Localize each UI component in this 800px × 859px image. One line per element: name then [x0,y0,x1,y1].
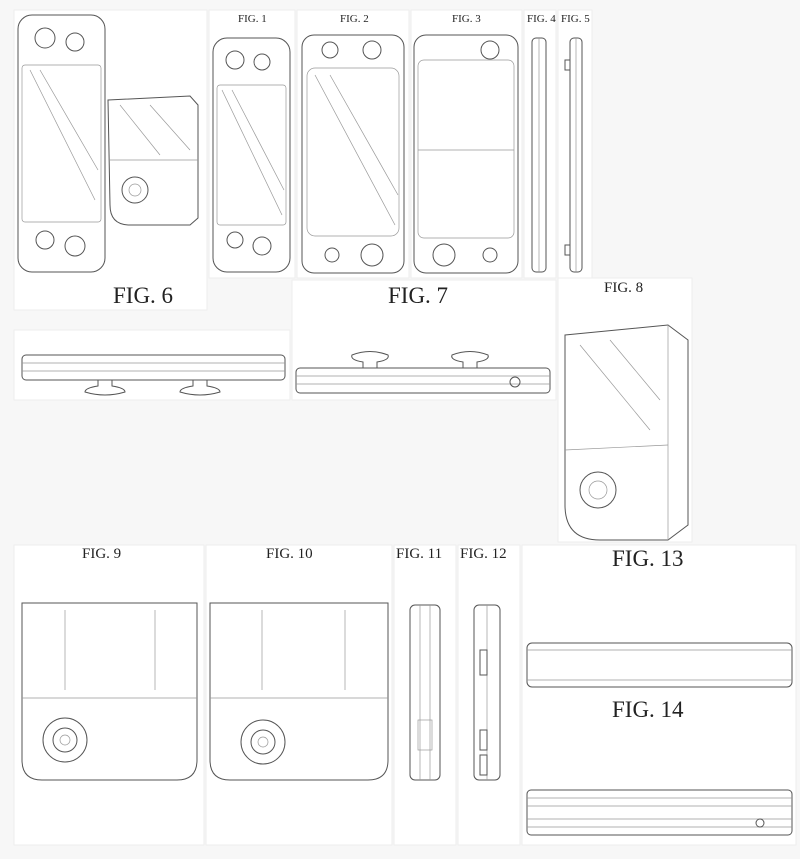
fig5-side-view-drawing [564,37,583,273]
fig11-label: FIG. 11 [396,546,442,562]
fig14-top-view-drawing [526,642,793,688]
fig3-device-drawing [413,34,519,274]
fig10-label: FIG. 10 [266,546,313,562]
fig10-device-drawing [209,602,389,781]
fig7-side-view-drawing [295,351,551,394]
fig2-device-drawing [301,34,405,274]
fig2-label: FIG. 2 [340,13,369,25]
fig6-bottom-side-view-drawing [21,354,286,396]
fig7-label: FIG. 7 [388,283,448,308]
fig3-label: FIG. 3 [452,13,481,25]
fig1-device-drawing [212,37,291,273]
fig13-label: FIG. 13 [612,546,684,571]
fig9-label: FIG. 9 [82,546,121,562]
fig1-label: FIG. 1 [238,13,267,25]
fig8-label: FIG. 8 [604,280,643,296]
fig12-label: FIG. 12 [460,546,507,562]
fig4-side-view-drawing [531,37,547,273]
fig14-label: FIG. 14 [612,697,684,722]
fig8-folded-device-drawing [564,324,689,541]
fig6-label: FIG. 6 [113,283,173,308]
fig11-side-view-drawing [409,604,441,781]
fig4-label: FIG. 4 [527,13,556,25]
fig6-open-device-drawing [17,14,106,273]
fig6-folded-device-drawing [107,95,199,226]
fig14-bottom-view-drawing [526,789,793,836]
fig12-side-view-drawing [473,604,501,781]
fig9-device-drawing [21,602,198,781]
fig5-label: FIG. 5 [561,13,590,25]
